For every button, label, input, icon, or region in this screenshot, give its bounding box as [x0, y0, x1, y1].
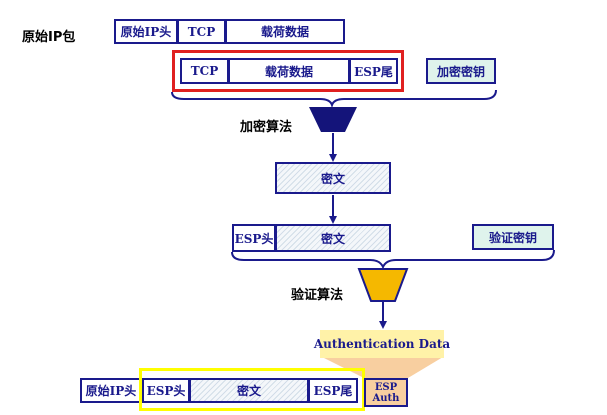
final-original-ip-header: 原始IP头 [80, 378, 142, 403]
ciphertext-box-2: 密文 [275, 224, 391, 252]
esp-header: ESP头 [232, 224, 276, 252]
esp-auth-line2: Auth [372, 392, 400, 404]
tcp-header-2: TCP [180, 58, 229, 84]
final-ciphertext: 密文 [189, 378, 309, 403]
brace-encrypt-input [171, 89, 497, 109]
encrypted-portion-highlight [172, 50, 404, 92]
esp-auth-line1: ESP [374, 381, 398, 393]
tcp-header: TCP [177, 19, 226, 44]
auth-data-fan [322, 357, 443, 378]
authentication-data: Authentication Data [314, 330, 450, 358]
authentication-key: 验证密钥 [472, 224, 554, 250]
brace-auth-input [231, 249, 555, 270]
encrypt-algorithm-trapezoid [309, 107, 357, 132]
original-packet-label: 原始IP包 [22, 30, 76, 45]
encrypt-algorithm-label: 加密算法 [240, 120, 293, 135]
auth-algorithm-label: 验证算法 [291, 288, 344, 303]
final-esp-header: ESP头 [142, 378, 190, 403]
original-ip-header: 原始IP头 [114, 19, 178, 44]
esp-trailer: ESP尾 [349, 58, 398, 84]
esp-auth-box: ESP Auth [364, 378, 408, 407]
ciphertext-box: 密文 [275, 162, 391, 194]
final-esp-trailer: ESP尾 [308, 378, 358, 403]
payload-data-2: 载荷数据 [228, 58, 350, 84]
encryption-key: 加密密钥 [426, 58, 496, 84]
authenticated-portion-highlight [139, 368, 365, 411]
payload-data: 载荷数据 [225, 19, 345, 44]
auth-algorithm-trapezoid [357, 268, 409, 302]
